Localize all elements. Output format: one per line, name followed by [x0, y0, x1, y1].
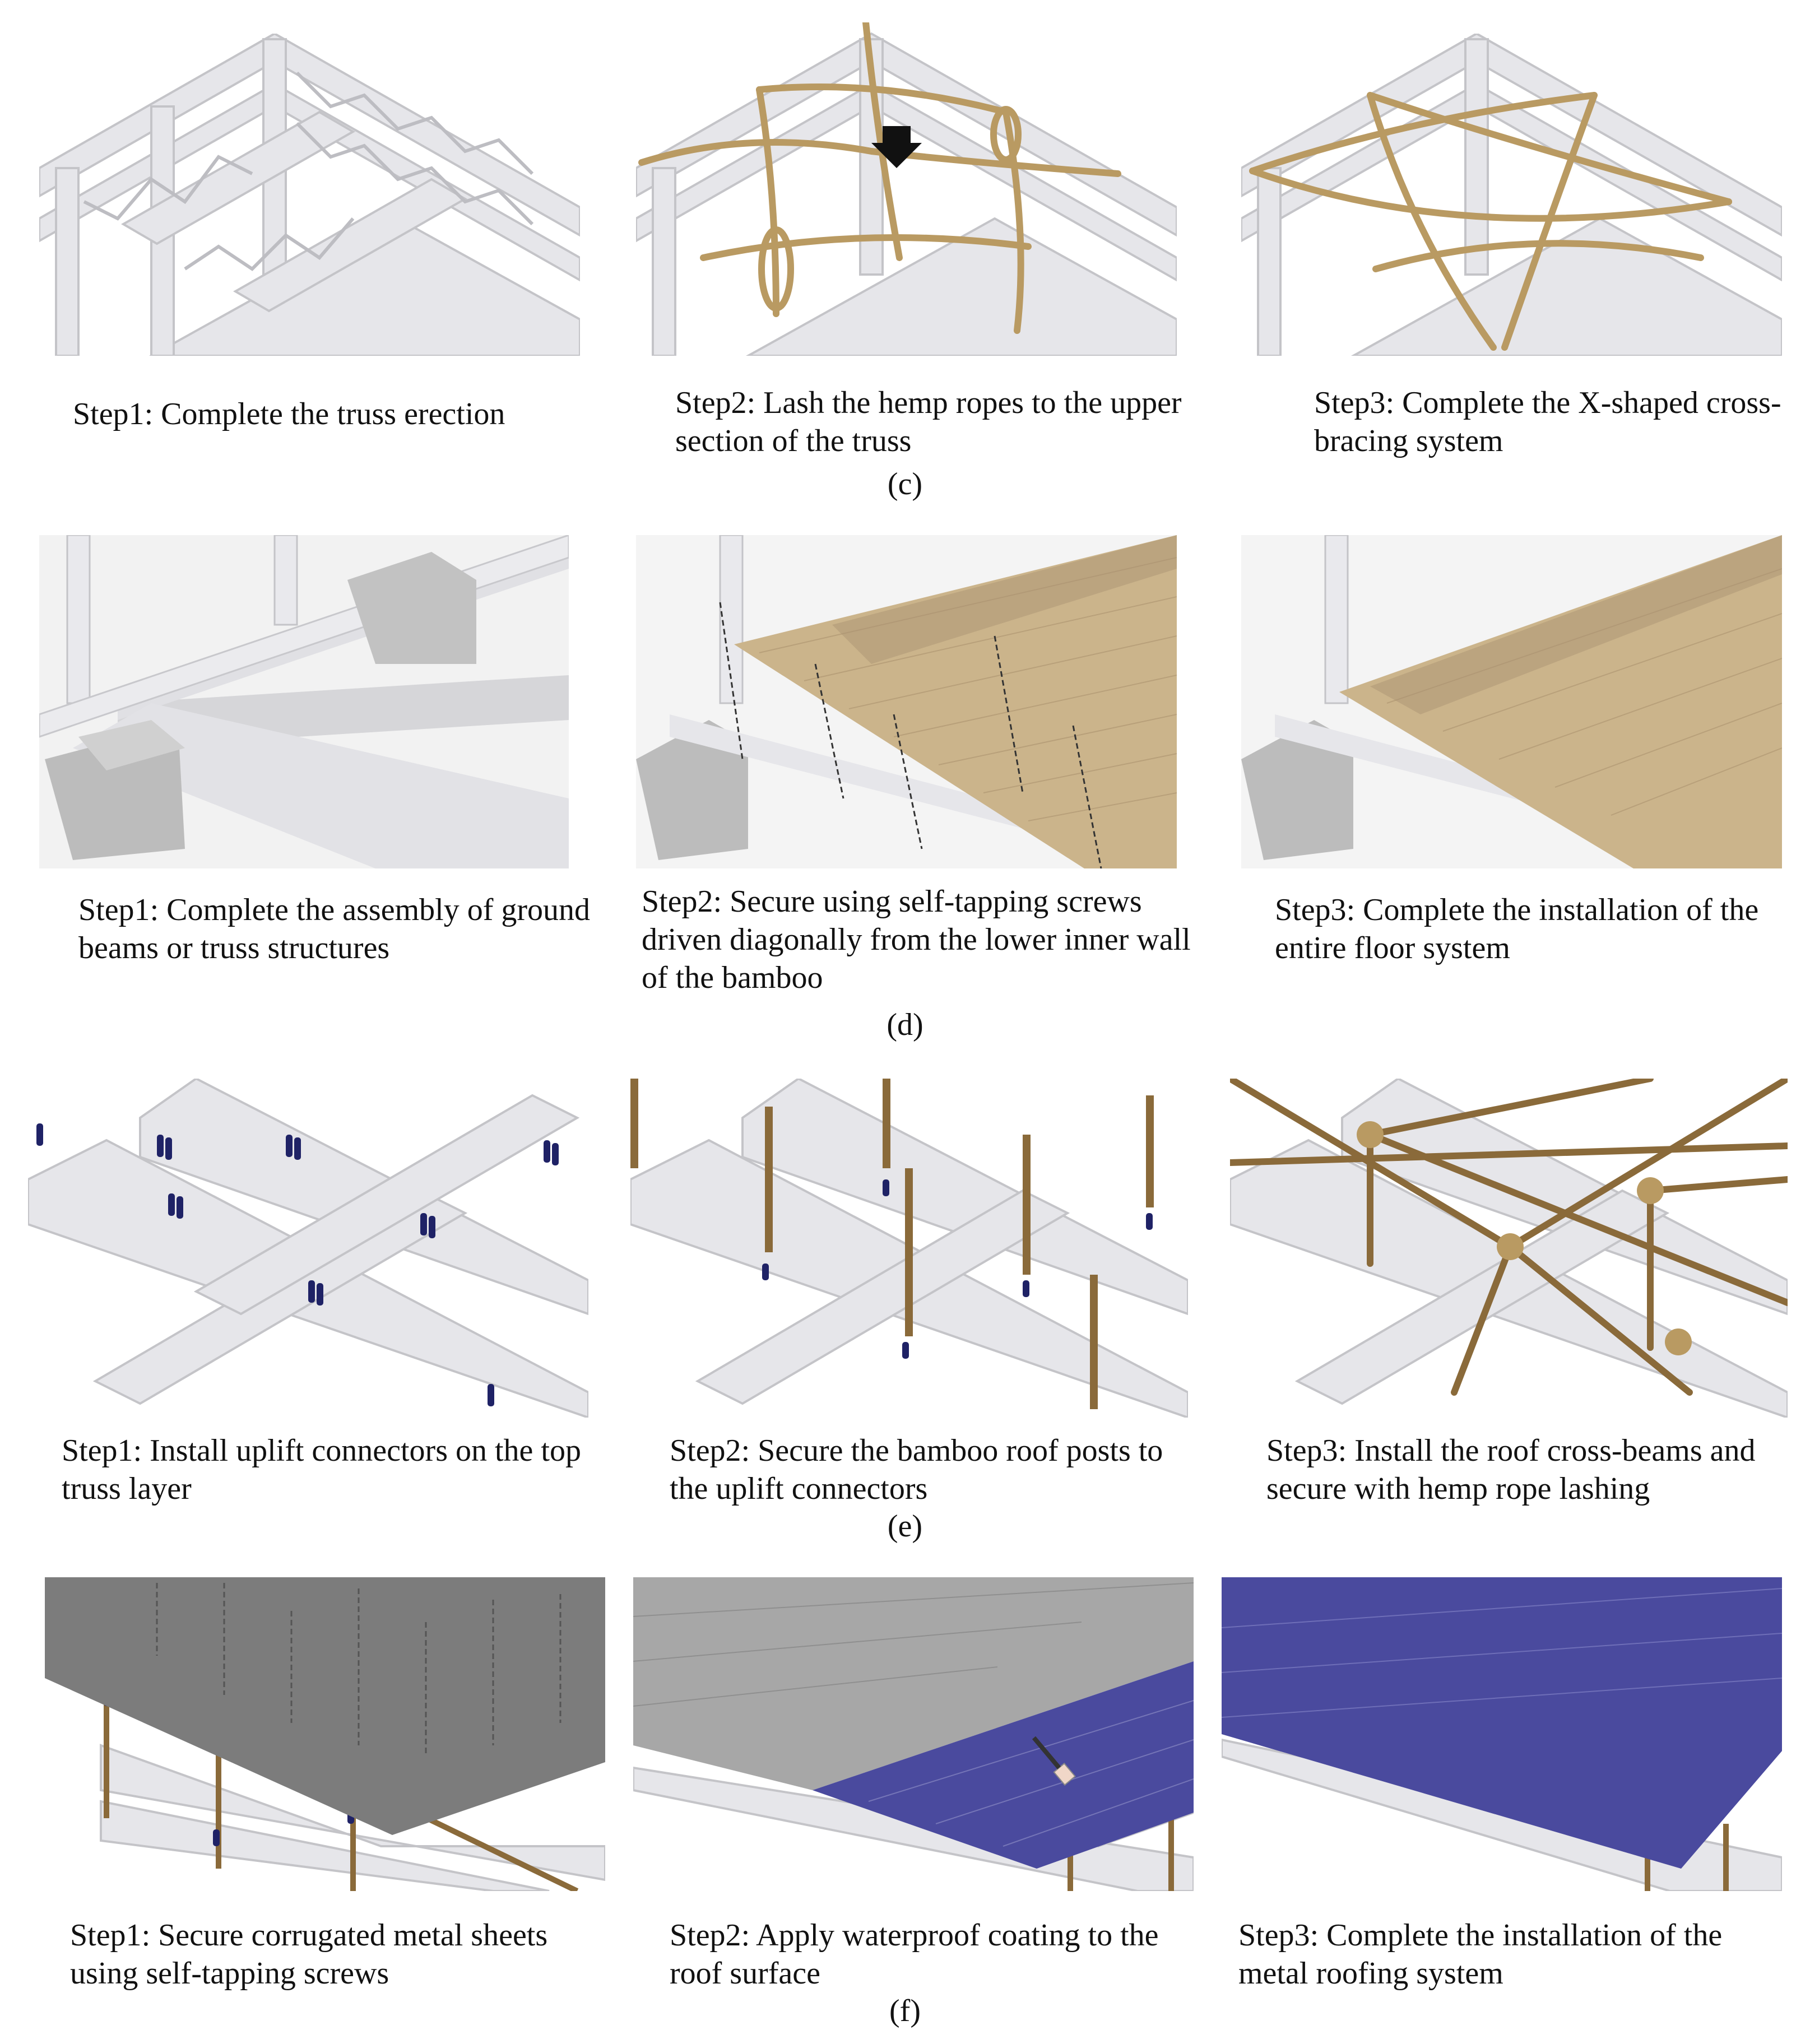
image-e-step3	[1230, 1079, 1788, 1418]
subfigure-label-e: (e)	[887, 1509, 923, 1544]
down-arrow-icon	[871, 126, 922, 168]
metal-roofing-complete-illustration	[1222, 1577, 1782, 1891]
floor-complete-illustration	[1241, 535, 1782, 868]
caption-e-step2: Step2: Secure the bamboo roof posts to t…	[670, 1433, 1163, 1506]
image-c-step2	[636, 22, 1177, 356]
bamboo-posts-illustration	[630, 1079, 1188, 1418]
caption-f-step1: Step1: Secure corrugated metal sheets us…	[70, 1918, 548, 1991]
image-f-step2	[633, 1577, 1194, 1891]
waterproof-coating-illustration	[633, 1577, 1194, 1891]
caption-c-step1: Step1: Complete the truss erection	[73, 397, 505, 431]
metal-sheets-illustration	[45, 1577, 605, 1891]
roof-cross-beams-illustration	[1230, 1079, 1788, 1418]
image-d-step3	[1241, 535, 1782, 868]
ground-beam-illustration	[39, 535, 569, 868]
caption-e-step1: Step1: Install uplift connectors on the …	[62, 1433, 581, 1506]
image-d-step2	[636, 535, 1177, 868]
caption-f-step3: Step3: Complete the installation of the …	[1238, 1918, 1723, 1991]
x-bracing-illustration	[1241, 34, 1782, 356]
image-f-step3	[1222, 1577, 1782, 1891]
caption-c-step2: Step2: Lash the hemp ropes to the upper …	[675, 385, 1182, 458]
image-c-step1	[39, 34, 580, 356]
caption-e-step3: Step3: Install the roof cross-beams and …	[1266, 1433, 1756, 1506]
subfigure-label-f: (f)	[889, 1994, 921, 2028]
image-e-step1	[28, 1079, 588, 1418]
caption-d-step3: Step3: Complete the installation of the …	[1275, 893, 1759, 965]
image-c-step3	[1241, 34, 1782, 356]
uplift-connectors-illustration	[28, 1079, 588, 1418]
caption-d-step2: Step2: Secure using self-tapping screws …	[642, 884, 1191, 995]
image-d-step1	[39, 535, 569, 868]
caption-f-step2: Step2: Apply waterproof coating to the r…	[670, 1918, 1159, 1991]
caption-d-step1: Step1: Complete the assembly of ground b…	[78, 893, 590, 965]
paint-brush-icon	[1032, 1736, 1076, 1786]
truss-hemp-rope-illustration	[636, 22, 1177, 356]
image-f-step1	[45, 1577, 605, 1891]
image-e-step2	[630, 1079, 1188, 1418]
truss-illustration	[39, 34, 580, 356]
floor-screws-illustration	[636, 535, 1177, 868]
subfigure-label-d: (d)	[887, 1007, 923, 1042]
caption-c-step3: Step3: Complete the X-shaped cross-braci…	[1314, 385, 1781, 458]
subfigure-label-c: (c)	[887, 467, 923, 501]
